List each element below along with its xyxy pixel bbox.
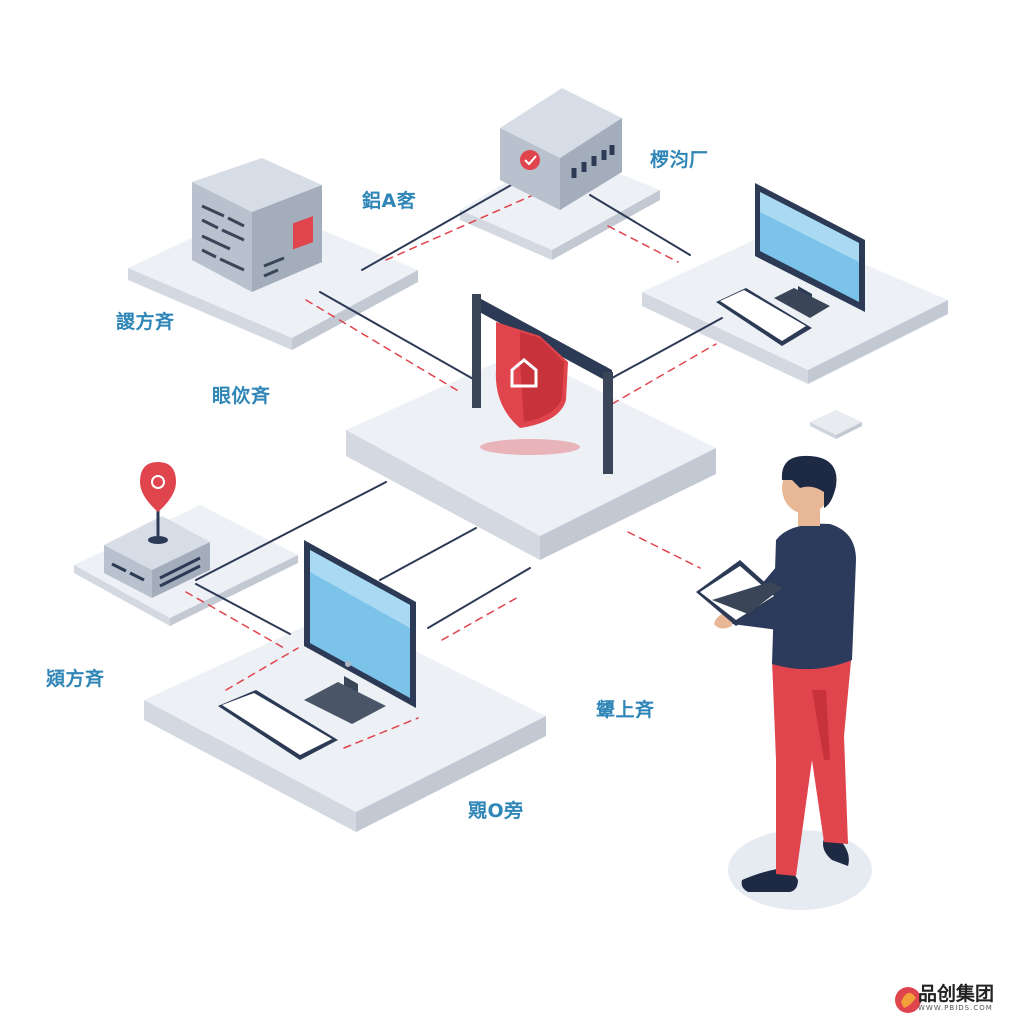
label-top-center-server: 椤汮厂 <box>650 149 709 171</box>
label-top-left-server: 鋁A㚚 <box>362 190 417 212</box>
location-pin-icon <box>140 462 176 544</box>
brand-text: 品创集团 WWW.PBIDS.COM <box>918 984 994 1012</box>
person-figure <box>714 455 856 892</box>
brand-name: 品创集团 <box>918 983 995 1005</box>
label-left-platform: 謖方斉 <box>116 311 175 333</box>
keyboard-icon <box>716 288 812 346</box>
shield-icon <box>495 322 568 428</box>
laptop-icon <box>696 560 782 626</box>
floating-tile <box>810 410 862 439</box>
brand-url: WWW.PBIDS.COM <box>918 1004 993 1012</box>
label-gateway: 眼佽斉 <box>212 385 271 407</box>
brand-logo-spacer <box>888 985 914 1011</box>
monitor-icon <box>304 540 416 724</box>
server-icon <box>192 158 322 292</box>
connection-lines <box>185 179 723 749</box>
brand-watermark: 品创集团 WWW.PBIDS.COM <box>888 984 994 1012</box>
platform-center <box>346 352 716 560</box>
label-bottom-center: 覭O旁 <box>468 800 524 822</box>
label-router: 熲方斉 <box>46 668 105 690</box>
server-icon <box>500 88 622 210</box>
label-bottom-right: 顰上斉 <box>596 699 655 721</box>
monitor-icon <box>755 183 865 318</box>
brand-logo-icon <box>895 987 921 1013</box>
keyboard-icon <box>218 690 338 760</box>
